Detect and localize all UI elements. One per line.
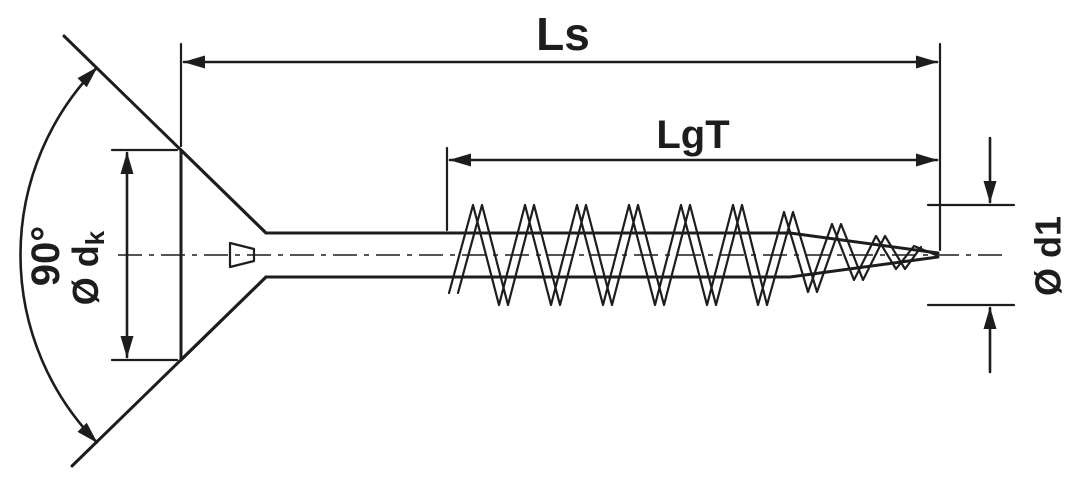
dimension-thread-length: LgT <box>445 113 939 232</box>
thread-flights <box>447 203 938 307</box>
screw-drawing <box>62 34 1008 468</box>
label-head-diameter: Ø dk <box>65 230 111 305</box>
label-head-diameter-main: Ø d <box>65 245 106 305</box>
label-thread-length: LgT <box>656 113 729 157</box>
dimension-head-angle: 90° <box>19 66 99 444</box>
dimension-head-diameter: Ø dk <box>65 148 179 362</box>
dimension-core-diameter: Ø d1 <box>926 136 1069 374</box>
drive-recess <box>228 241 256 269</box>
label-head-angle: 90° <box>24 226 68 287</box>
dimension-total-length: Ls <box>179 8 942 252</box>
angle-arc <box>19 66 99 444</box>
label-head-diameter-subscript: k <box>80 230 110 245</box>
screw-head-outline <box>179 148 449 362</box>
thread-core-bottom <box>445 255 940 279</box>
label-total-length: Ls <box>536 8 590 60</box>
thread-flights-parallel <box>456 203 923 307</box>
label-core-diameter: Ø d1 <box>1028 216 1069 296</box>
